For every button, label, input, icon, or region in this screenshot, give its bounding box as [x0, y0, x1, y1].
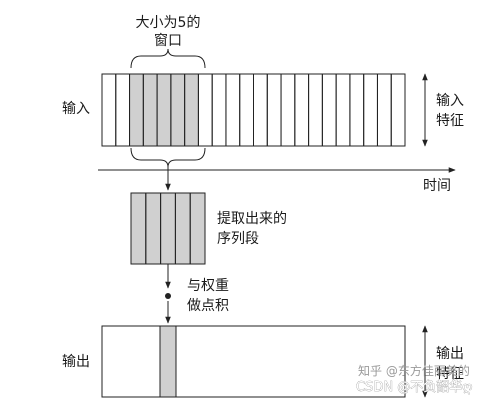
csdn-watermark: CSDN @不负韶华ღ: [356, 379, 472, 395]
input-cell: [363, 73, 378, 147]
output-box: [101, 325, 406, 398]
input-cell: [349, 73, 365, 147]
output-cell-highlight: [159, 325, 177, 398]
input-feature-label-line1: 输入: [436, 93, 464, 109]
input-cell: [321, 73, 337, 147]
input-cell: [101, 73, 117, 147]
input-cell: [335, 73, 351, 147]
zhihu-watermark: 知乎 @东方佳丽美的: [358, 363, 470, 378]
input-cell: [308, 73, 323, 147]
window-label-line1: 大小为5的: [136, 15, 201, 31]
output-label: 输出: [62, 354, 90, 370]
input-cell: [266, 73, 282, 147]
input-cell: [239, 73, 255, 147]
time-label: 时间: [423, 178, 451, 194]
output-sequence: [101, 325, 406, 398]
input-cell: [211, 73, 227, 147]
dot-label-line1: 与权重: [187, 278, 229, 294]
window-brace-bottom: [130, 147, 206, 168]
input-feature-label-line2: 特征: [436, 113, 464, 129]
input-cell: [280, 73, 296, 147]
input-cell: [197, 73, 213, 147]
extracted-label-line2: 序列段: [217, 231, 259, 247]
input-cell: [390, 73, 406, 147]
extracted-cell: [189, 192, 206, 265]
input-label: 输入: [62, 101, 90, 117]
input-cell: [376, 73, 392, 147]
input-window-highlight: [129, 74, 199, 146]
window-label-line2: 窗口: [154, 32, 182, 49]
extracted-fill: [130, 192, 206, 265]
dot-label-line2: 做点积: [187, 298, 229, 314]
extracted-sequence-segment: [130, 192, 206, 265]
input-cell: [225, 73, 241, 147]
input-sequence: [101, 73, 406, 147]
window-brace-top: [130, 48, 206, 69]
input-cell: [115, 73, 131, 147]
input-cell: [253, 73, 268, 147]
output-feature-label-line2: 特征: [436, 366, 464, 382]
dot-product-symbol: [165, 293, 171, 299]
input-cell: [294, 73, 310, 147]
output-feature-label-line1: 输出: [436, 346, 464, 362]
extracted-label-line1: 提取出来的: [217, 211, 287, 227]
